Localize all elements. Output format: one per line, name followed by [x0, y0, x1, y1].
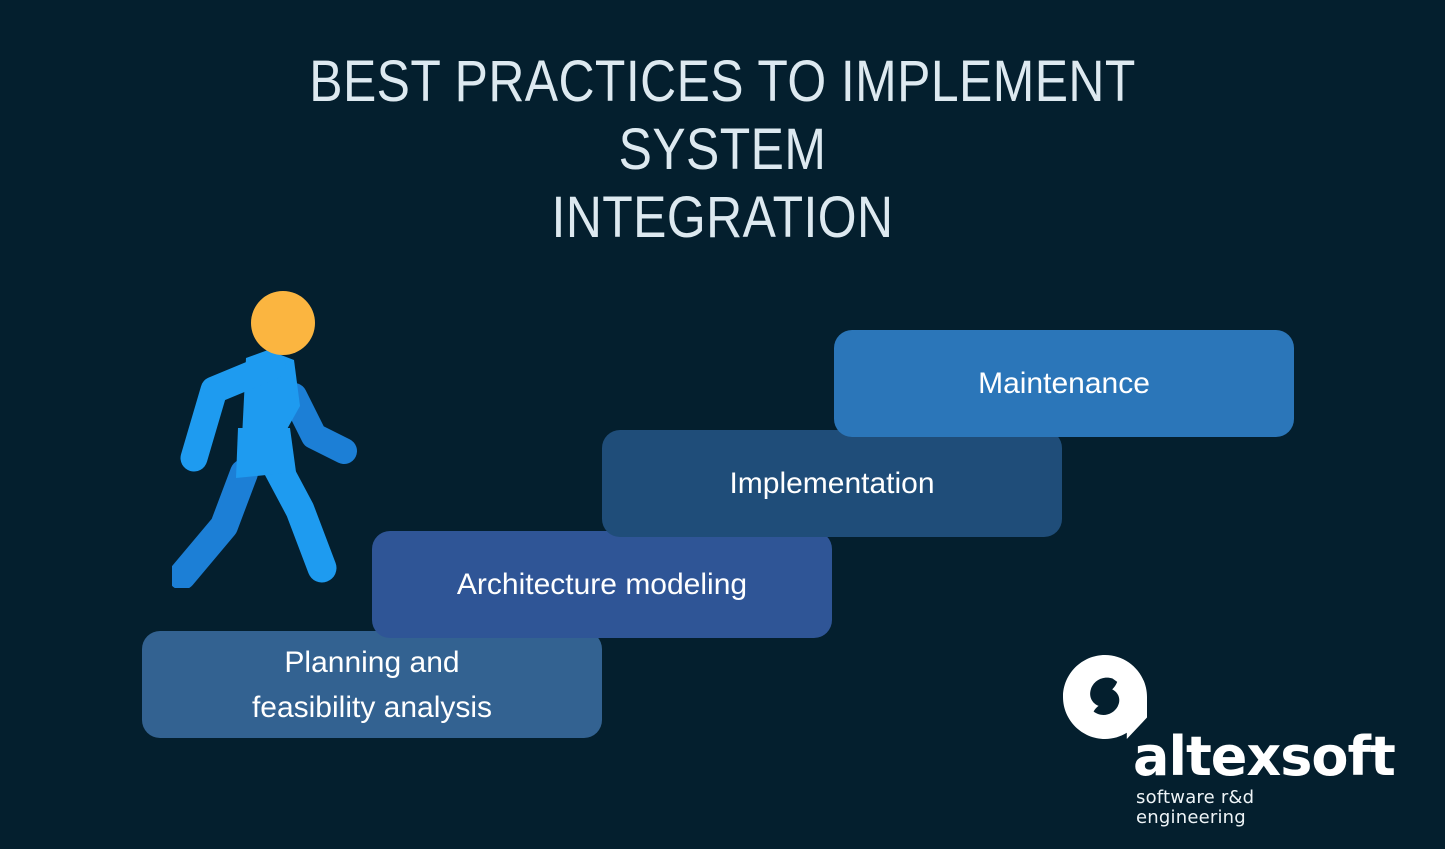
walking-person-icon [168, 288, 362, 590]
step-implementation-label: Implementation [729, 466, 935, 500]
altexsoft-mark-icon [1063, 655, 1147, 739]
altexsoft-logo: altexsoft software r&d engineering [1063, 655, 1396, 828]
altexsoft-tagline: software r&d engineering [1136, 787, 1255, 828]
step-maintenance-label: Maintenance [978, 366, 1150, 400]
page-title: BEST PRACTICES TO IMPLEMENT SYSTEM INTEG… [309, 49, 1136, 250]
step-maintenance[interactable]: Maintenance [834, 330, 1294, 437]
altexsoft-wordmark: altexsoft [1133, 725, 1396, 788]
step-planning[interactable]: Planning and feasibility analysis [142, 631, 602, 738]
step-architecture-modeling-label: Architecture modeling [456, 567, 748, 601]
step-planning-label: Planning and feasibility analysis [251, 645, 493, 724]
step-architecture-modeling[interactable]: Architecture modeling [372, 531, 832, 638]
step-implementation[interactable]: Implementation [602, 430, 1062, 537]
